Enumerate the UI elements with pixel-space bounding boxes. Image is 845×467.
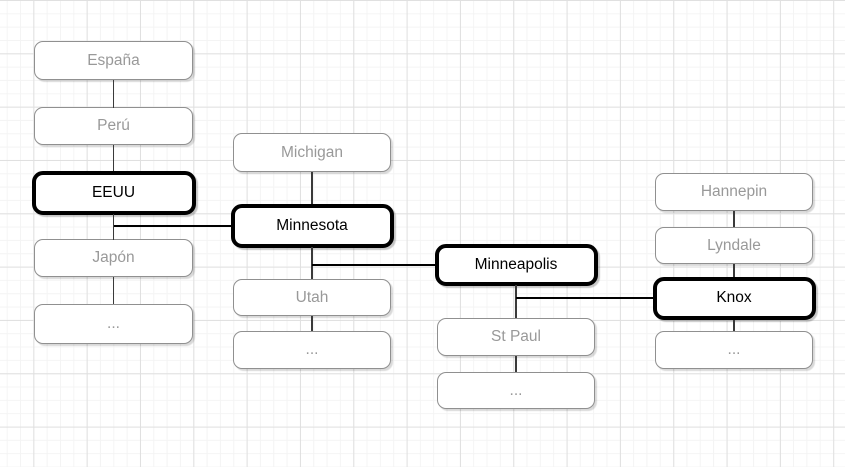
node-michigan[interactable]: Michigan — [233, 133, 391, 172]
node-minneapolis[interactable]: Minneapolis — [434, 243, 598, 286]
connector-japon-more — [112, 277, 115, 304]
connector-lyndale-knox — [733, 264, 735, 277]
connector-minnesota-utah — [311, 247, 313, 279]
connector-eeuu-japon — [112, 214, 115, 240]
connector-minneapolis-stpaul — [515, 285, 517, 318]
connector-peru-eeuu — [112, 145, 115, 171]
node-knox[interactable]: Knox — [652, 276, 816, 320]
node-streets-more[interactable]: ... — [655, 331, 813, 369]
connector-knox-more — [733, 319, 735, 331]
connector-espana-peru — [112, 79, 115, 108]
connector-minneapolis-knox — [516, 297, 653, 299]
connector-hannepin-lyndale — [733, 211, 735, 227]
connector-utah-more — [311, 316, 313, 331]
node-st-paul[interactable]: St Paul — [437, 318, 595, 356]
connector-michigan-minnesota — [311, 172, 313, 204]
node-japon[interactable]: Japón — [34, 239, 193, 277]
connector-minnesota-minneapolis — [312, 263, 435, 266]
connector-eeuu-minnesota — [113, 224, 231, 227]
node-minnesota[interactable]: Minnesota — [230, 203, 394, 248]
node-eeuu[interactable]: EEUU — [31, 170, 196, 215]
node-countries-more[interactable]: ... — [34, 304, 193, 344]
node-lyndale[interactable]: Lyndale — [655, 227, 813, 264]
node-utah[interactable]: Utah — [233, 279, 391, 316]
node-cities-more[interactable]: ... — [437, 372, 595, 409]
node-hannepin[interactable]: Hannepin — [655, 173, 813, 211]
node-states-more[interactable]: ... — [233, 331, 391, 369]
node-peru[interactable]: Perú — [34, 107, 193, 145]
node-espana[interactable]: España — [34, 41, 193, 80]
connector-stpaul-more — [515, 356, 517, 372]
